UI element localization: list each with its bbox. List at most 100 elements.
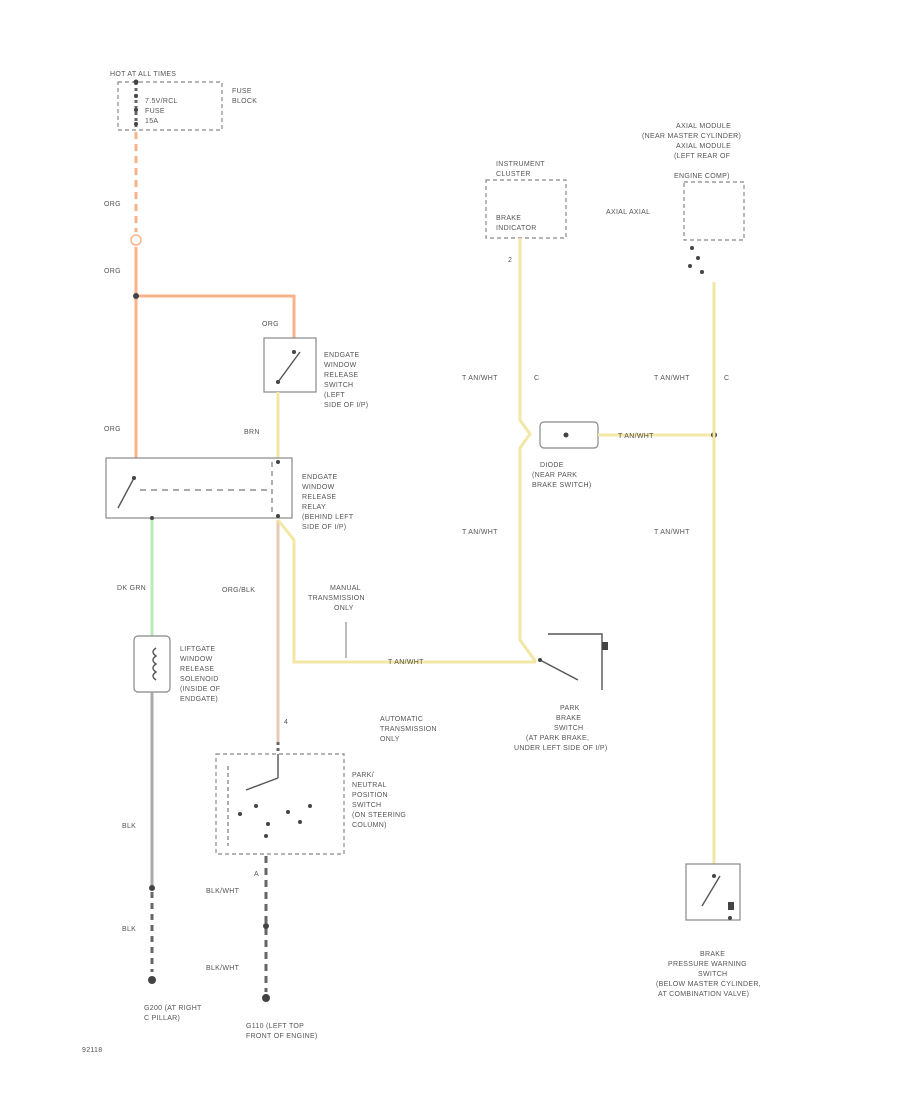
solenoid-label-5: (INSIDE OF — [180, 686, 220, 693]
fuse-block-label-2: BLOCK — [232, 98, 257, 105]
fuse-label-1: 7.5V/RCL — [145, 98, 178, 105]
g110-label-1: G110 (LEFT TOP — [246, 1023, 304, 1030]
axial-label-1: AXIAL MODULE — [676, 123, 731, 130]
relay-label-2: WINDOW — [302, 484, 335, 491]
release-switch-label-4: SWITCH — [324, 382, 353, 389]
relay-label-5: (BEHIND LEFT — [302, 514, 354, 521]
wire-brn-label: BRN — [244, 429, 260, 436]
park-brake-label-1: PARK — [560, 705, 580, 712]
brake-warn-label-1: BRAKE — [700, 951, 725, 958]
auto-label-1: AUTOMATIC — [380, 716, 423, 723]
wire-dk-grn-label: DK GRN — [117, 585, 146, 592]
connector-org — [130, 234, 142, 246]
manual-label-2: TRANSMISSION — [308, 595, 365, 602]
wire-tan-wht-label-6: T AN/WHT — [654, 529, 690, 536]
wire-org-label-2: ORG — [104, 268, 121, 275]
instrument-label-4: INDICATOR — [496, 225, 537, 232]
release-switch-label-1: ENDGATE — [324, 352, 359, 359]
pin-4-label: 4 — [284, 719, 288, 726]
wire-tan-cluster — [518, 238, 538, 663]
pn-label-3: POSITION — [352, 792, 388, 799]
instrument-cluster — [485, 179, 567, 239]
relay-label-6: SIDE OF I/P) — [302, 524, 346, 531]
wire-tan-manual — [276, 519, 536, 664]
g200-label-1: G200 (AT RIGHT — [144, 1005, 202, 1012]
fuse-block — [117, 79, 223, 131]
pn-label-5: (ON STEERING — [352, 812, 406, 819]
solenoid-label-1: LIFTGATE — [180, 646, 215, 653]
ground-g110 — [262, 994, 270, 1002]
axial-module — [683, 181, 745, 274]
axial-left-label: AXIAL AXIAL — [606, 209, 650, 216]
auto-label-3: ONLY — [380, 736, 400, 743]
wire-tan-wht-label-3: T AN/WHT — [462, 529, 498, 536]
diode-label-2: (NEAR PARK — [532, 472, 577, 479]
release-relay — [105, 457, 293, 519]
relay-label-1: ENDGATE — [302, 474, 337, 481]
wire-org-branch — [136, 294, 296, 338]
pn-label-6: COLUMN) — [352, 822, 387, 829]
instrument-label-3: BRAKE — [496, 215, 521, 222]
axial-label-4: (LEFT REAR OF — [674, 153, 730, 160]
diode — [539, 421, 599, 449]
release-switch-label-5: (LEFT — [324, 392, 345, 399]
fuse-block-label-1: FUSE — [232, 88, 252, 95]
pin-c1-label: C — [534, 375, 539, 382]
wire-org-label-3: ORG — [104, 426, 121, 433]
release-switch-label-3: RELEASE — [324, 372, 358, 379]
wire-org-label-4: ORG — [262, 321, 279, 328]
g200-label-2: C PILLAR) — [144, 1015, 180, 1022]
release-switch — [263, 337, 317, 393]
pin-c2-label: C — [724, 375, 729, 382]
solenoid-label-4: SOLENOID — [180, 676, 219, 683]
ground-g200 — [148, 976, 156, 984]
wire-org-blk-label: ORG/BLK — [222, 587, 255, 594]
wire-blk-label-1: BLK — [122, 823, 136, 830]
park-brake-label-4: (AT PARK BRAKE, — [526, 735, 589, 742]
pn-label-2: NEUTRAL — [352, 782, 387, 789]
park-brake-switch — [538, 633, 608, 690]
solenoid-label-3: RELEASE — [180, 666, 214, 673]
relay-label-3: RELEASE — [302, 494, 336, 501]
pin-2-label: 2 — [508, 257, 512, 264]
wire-blk-label-2: BLK — [122, 926, 136, 933]
brake-pressure-switch — [685, 863, 741, 921]
axial-label-2: (NEAR MASTER CYLINDER) — [642, 133, 741, 140]
splice-org — [133, 293, 139, 299]
wire-tan-wht-label-4: T AN/WHT — [618, 433, 654, 440]
wire-tan-wht-label-5: T AN/WHT — [654, 375, 690, 382]
relay-label-4: RELAY — [302, 504, 326, 511]
g110-label-2: FRONT OF ENGINE) — [246, 1033, 318, 1040]
fuse-label-3: 15A — [145, 118, 158, 125]
park-brake-label-5: UNDER LEFT SIDE OF I/P) — [514, 745, 608, 752]
release-switch-label-2: WINDOW — [324, 362, 357, 369]
manual-label-1: MANUAL — [330, 585, 361, 592]
wire-tan-wht-label-1: T AN/WHT — [388, 659, 424, 666]
solenoid-label-6: ENDGATE) — [180, 696, 218, 703]
brake-warn-label-4: (BELOW MASTER CYLINDER, — [656, 981, 761, 988]
wire-blk-wht-label-1: BLK/WHT — [206, 888, 240, 895]
figure-number: 92118 — [82, 1047, 102, 1054]
wire-blk-wht-label-2: BLK/WHT — [206, 965, 240, 972]
wire-org-label-1: ORG — [104, 201, 121, 208]
brake-warn-label-5: AT COMBINATION VALVE) — [658, 991, 749, 998]
diode-label-1: DIODE — [540, 462, 564, 469]
release-switch-label-6: SIDE OF I/P) — [324, 402, 368, 409]
axial-label-5: ENGINE COMP) — [674, 173, 730, 180]
instrument-label-1: INSTRUMENT — [496, 161, 545, 168]
axial-label-3: AXIAL MODULE — [676, 143, 731, 150]
park-brake-label-3: SWITCH — [554, 725, 583, 732]
brake-warn-label-3: SWITCH — [698, 971, 727, 978]
solenoid-label-2: WINDOW — [180, 656, 213, 663]
fuse-label-2: FUSE — [145, 108, 165, 115]
diode-label-3: BRAKE SWITCH) — [532, 482, 592, 489]
hot-at-all-times-label: HOT AT ALL TIMES — [110, 71, 176, 78]
pin-a-label: A — [254, 871, 259, 878]
auto-label-2: TRANSMISSION — [380, 726, 437, 733]
manual-label-3: ONLY — [334, 605, 354, 612]
park-neutral-switch — [215, 753, 345, 855]
park-brake-label-2: BRAKE — [556, 715, 581, 722]
wire-tan-wht-label-2: T AN/WHT — [462, 375, 498, 382]
brake-warn-label-2: PRESSURE WARNING — [668, 961, 747, 968]
